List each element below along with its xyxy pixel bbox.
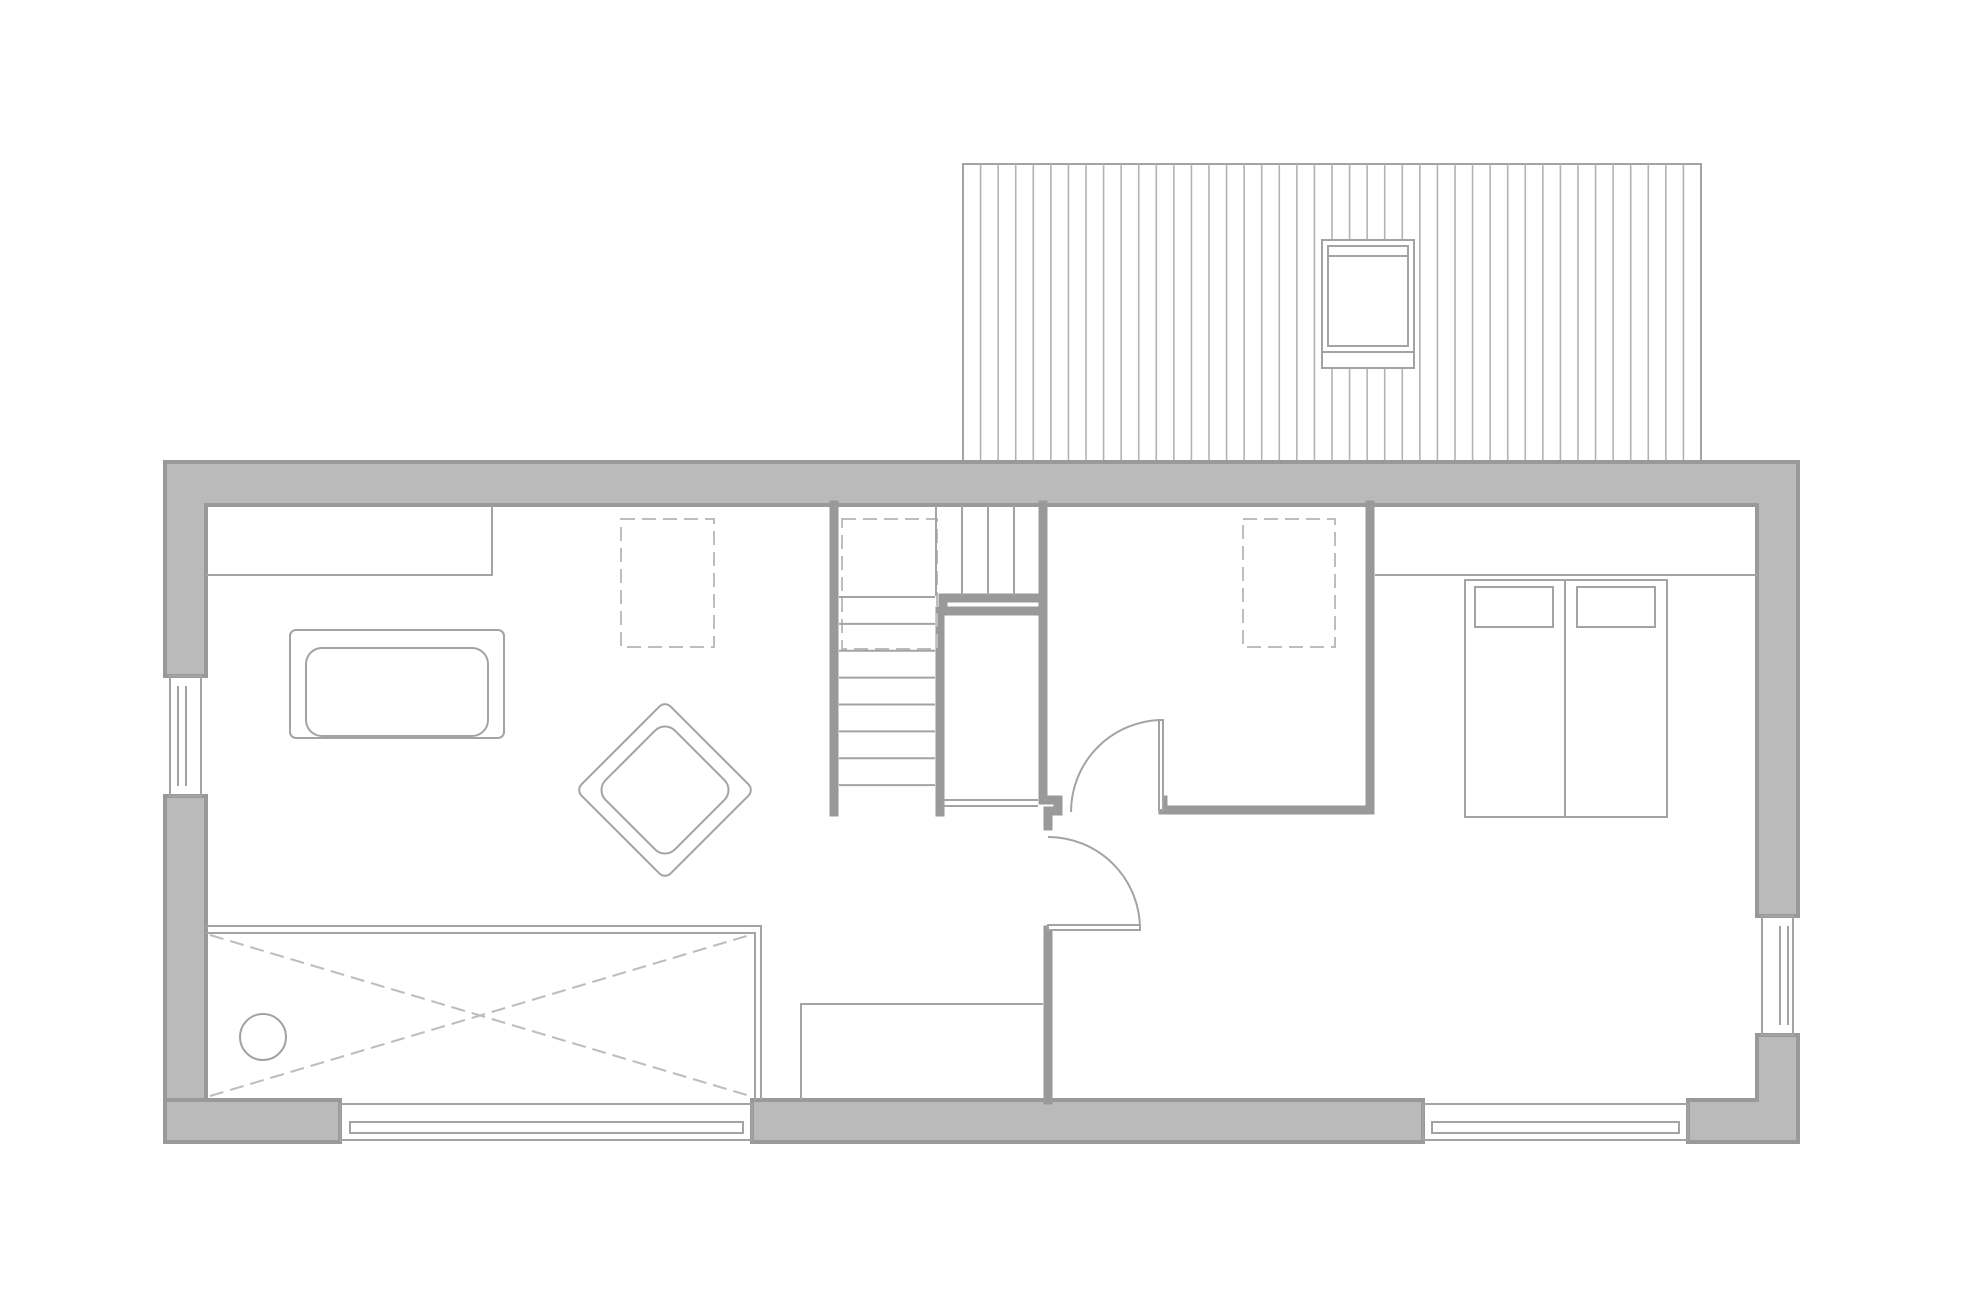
bottom-wall-middle [750,1098,1425,1144]
skylight-inner [1327,245,1409,347]
sofa [289,629,505,739]
bedroom-closet-wall [1158,500,1375,815]
window-bottom-right [1422,1103,1689,1141]
skylight-outer [1321,239,1415,369]
double-bed [1464,579,1668,818]
door-bathroom [1070,719,1164,813]
bedroom [1242,518,1757,818]
top-wall [163,460,1800,918]
bed-storage [206,925,762,1100]
kitchen-counter [206,505,493,576]
doors [1047,719,1164,931]
bottom-wall-left [163,1098,342,1144]
window-bottom-left [339,1103,753,1141]
windows [169,675,1794,1141]
stair [839,505,1038,807]
left-wall-lower [163,794,208,1144]
door-hallway [1047,836,1141,931]
desk [800,1003,1043,1100]
exterior-walls [163,460,1800,1144]
interior-walls [829,500,1375,1105]
balcony [962,163,1702,465]
ceiling-opening-left [620,518,715,648]
armchair [578,703,752,877]
hallway-wall-upper [1038,606,1063,831]
window-left [169,675,202,797]
bottom-wall-right [1686,1033,1800,1144]
ceiling-opening-right [1242,518,1336,648]
living-room [206,505,1043,1100]
stair-upper-rails [935,505,1015,596]
bathroom-wall [935,593,1048,817]
stair-treads [839,596,935,787]
window-right [1761,915,1794,1036]
